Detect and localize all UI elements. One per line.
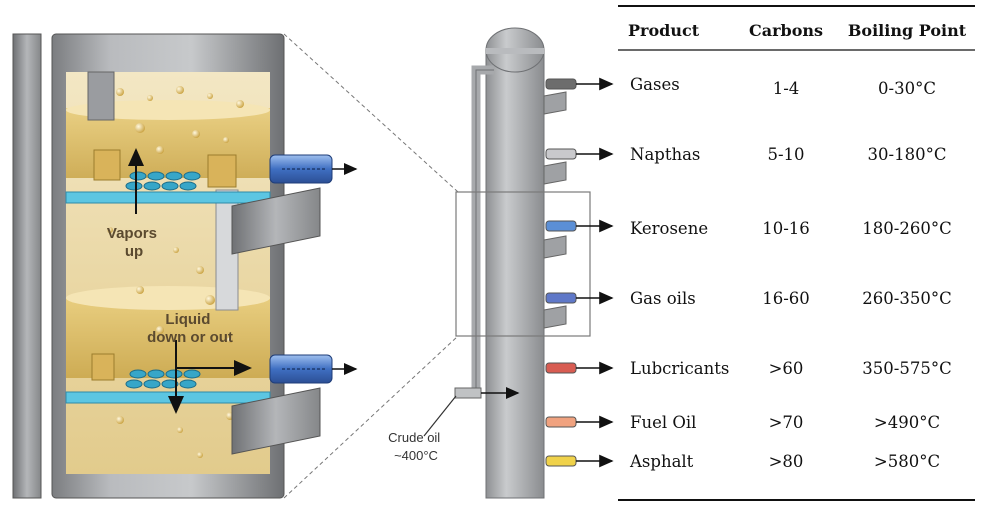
cell-boiling-1: 30-180°C [868, 145, 947, 164]
cell-boiling-6: >580°C [874, 452, 940, 471]
left-rail [12, 33, 42, 499]
zoom-box [455, 191, 591, 337]
cell-carbons-4: >60 [769, 359, 804, 378]
outlet-pipe-3 [545, 292, 577, 304]
table-rows: Gases 1-4 0-30°C Napthas 5-10 30-180°C Kerosen… [629, 75, 952, 471]
cell-boiling-5: >490°C [874, 413, 940, 432]
outlet-pipe-2 [545, 220, 577, 232]
cell-boiling-2: 180-260°C [862, 219, 951, 238]
cell-product-2: Kerosene [630, 219, 708, 238]
outlet-pipe-0 [545, 78, 577, 90]
cell-boiling-3: 260-350°C [862, 289, 951, 308]
cell-carbons-5: >70 [769, 413, 804, 432]
header-carbons: Carbons [749, 21, 823, 40]
cell-carbons-2: 10-16 [762, 219, 810, 238]
outlet-pipe-6 [545, 455, 577, 467]
cell-carbons-3: 16-60 [762, 289, 810, 308]
header-boiling-point: Boiling Point [848, 21, 967, 40]
outlet-pipe-4 [545, 362, 577, 374]
header-product: Product [628, 21, 700, 40]
cell-product-0: Gases [630, 75, 680, 94]
tray-lower [65, 391, 271, 404]
cell-boiling-4: 350-575°C [862, 359, 951, 378]
zoom-guides [283, 33, 459, 499]
cell-product-6: Asphalt [629, 452, 694, 471]
cell-carbons-0: 1-4 [773, 79, 800, 98]
tray-upper [65, 191, 271, 204]
cell-boiling-0: 0-30°C [878, 79, 936, 98]
outlet-pipe-1 [545, 148, 577, 160]
cell-carbons-6: >80 [769, 452, 804, 471]
cell-carbons-1: 5-10 [767, 145, 804, 164]
cell-product-1: Napthas [630, 145, 700, 164]
liquid-label: Liquid down or out [147, 311, 233, 346]
product-table: Product Carbons Boiling Point Gases 1-4 0-… [618, 5, 975, 501]
cell-product-3: Gas oils [630, 289, 696, 308]
distillation-tower [423, 27, 591, 499]
vapors-label: Vapors up [107, 225, 161, 260]
crude-oil-label: Crude oil ~400°C [388, 430, 444, 463]
cell-product-5: Fuel Oil [630, 413, 696, 432]
cell-product-4: Lubcricants [630, 359, 729, 378]
cutaway-vessel: Vapors up Liquid down or out [51, 33, 358, 499]
outlet-pipe-5 [545, 416, 577, 428]
product-outlets [545, 77, 614, 468]
